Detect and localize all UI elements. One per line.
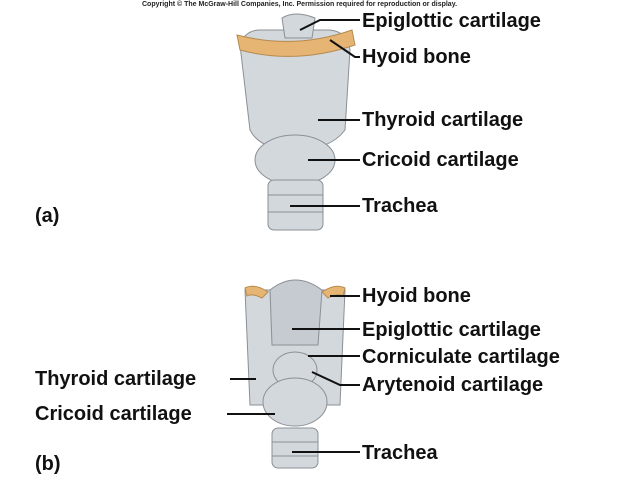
label-hyoid-bone-a: Hyoid bone bbox=[362, 46, 471, 68]
epiglottis-b bbox=[269, 279, 323, 346]
label-thyroid-cartilage-b: Thyroid cartilage bbox=[35, 368, 197, 390]
label-cricoid-cartilage-a: Cricoid cartilage bbox=[362, 149, 519, 171]
hyoid-bone-b-left bbox=[244, 285, 269, 299]
copyright-notice: Copyright © The McGraw-Hill Companies, I… bbox=[142, 1, 458, 8]
panel-b-tag: (b) bbox=[35, 453, 61, 475]
label-trachea-b: Trachea bbox=[362, 442, 438, 464]
cricoid-cartilage-b bbox=[262, 377, 328, 427]
label-arytenoid-cartilage-b: Arytenoid cartilage bbox=[362, 374, 544, 396]
label-corniculate-cartilage-b: Corniculate cartilage bbox=[362, 346, 560, 368]
label-cricoid-cartilage-b: Cricoid cartilage bbox=[35, 403, 192, 425]
epiglottis-a bbox=[281, 13, 316, 39]
label-epiglottic-cartilage-b: Epiglottic cartilage bbox=[362, 319, 541, 341]
label-trachea-a: Trachea bbox=[362, 195, 438, 217]
label-epiglottic-cartilage-a: Epiglottic cartilage bbox=[362, 10, 541, 32]
leader-lines bbox=[227, 19, 360, 453]
trachea-b bbox=[271, 427, 319, 469]
label-hyoid-bone-b: Hyoid bone bbox=[362, 285, 471, 307]
panel-a-tag: (a) bbox=[35, 205, 60, 227]
hyoid-bone-a bbox=[236, 29, 356, 57]
label-thyroid-cartilage-a: Thyroid cartilage bbox=[362, 109, 524, 131]
